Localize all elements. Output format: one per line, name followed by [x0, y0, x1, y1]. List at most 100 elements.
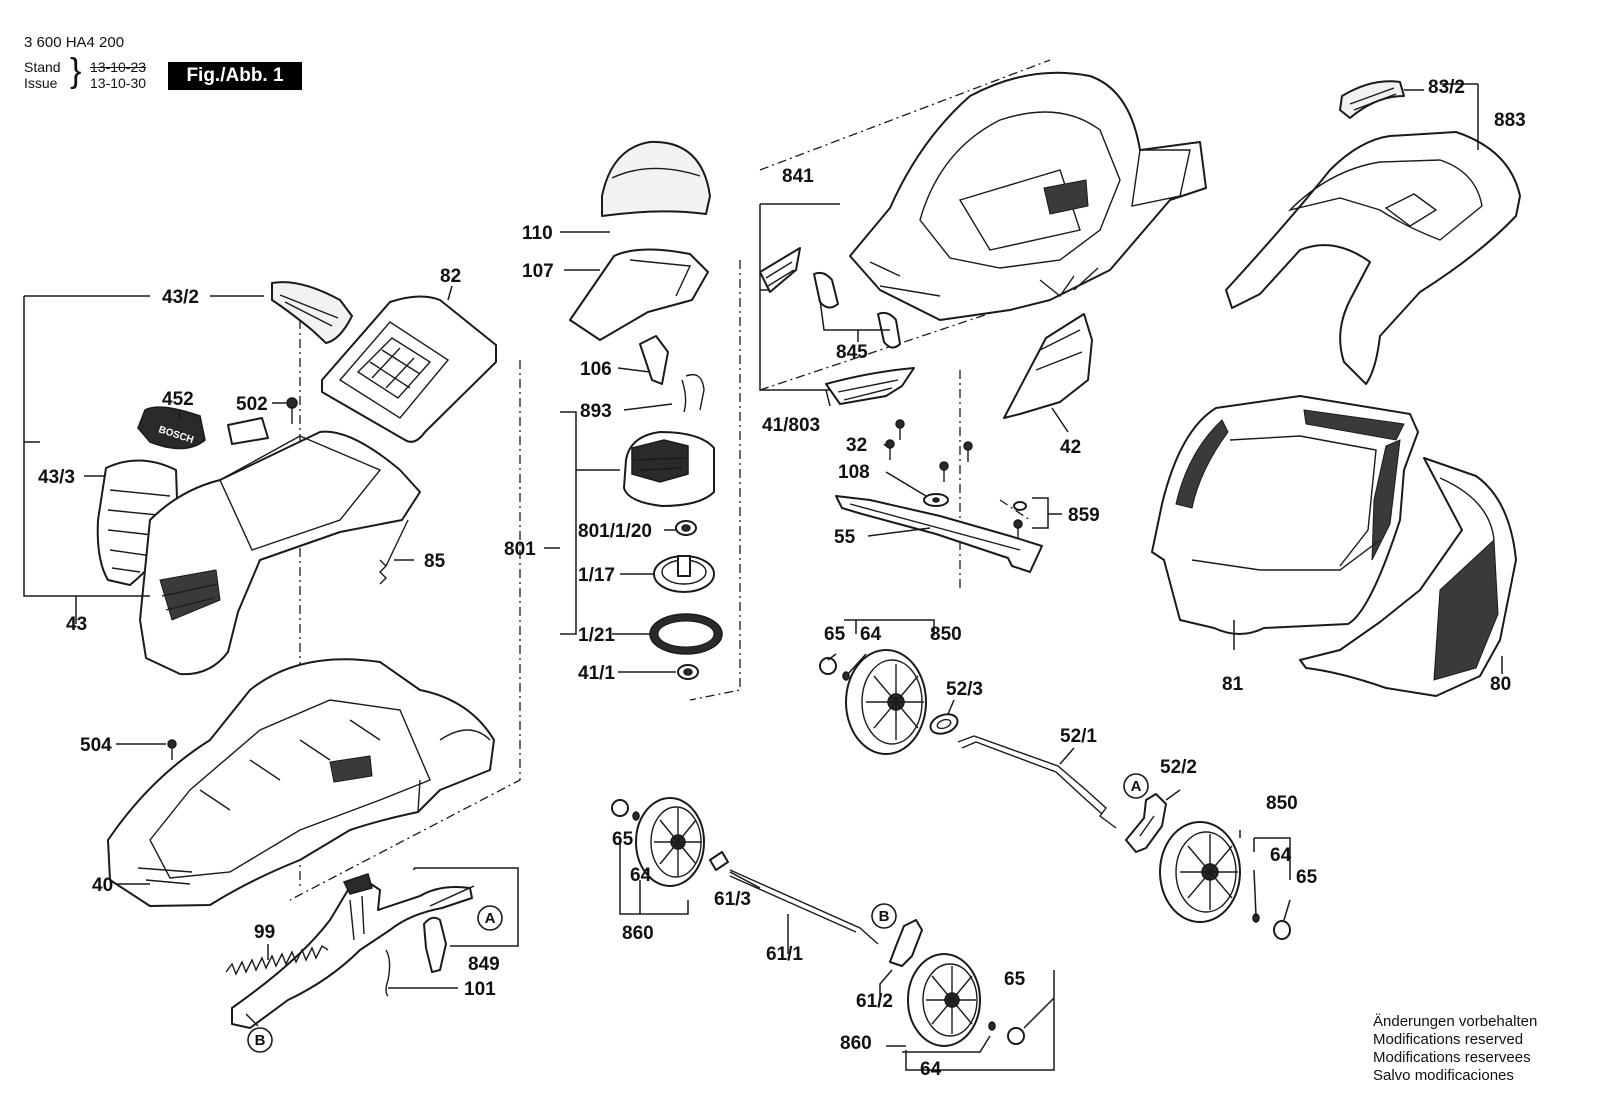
- label-64-c: 64: [630, 865, 652, 886]
- screw-502: [286, 397, 298, 424]
- label-883: 883: [1494, 110, 1526, 131]
- chassis-841: [849, 71, 1207, 321]
- arm-61-2: [889, 919, 923, 967]
- wheel-upper-left: [845, 649, 927, 755]
- flap-upper: [759, 247, 801, 293]
- footer-line-de: Änderungen vorbehalten: [1373, 1013, 1538, 1030]
- washer-108: [923, 493, 949, 507]
- upper-housing: [139, 430, 421, 676]
- label-65-a: 65: [824, 624, 846, 645]
- label-40: 40: [92, 875, 113, 896]
- flap-41-803: [825, 367, 915, 405]
- label-860-b: 860: [840, 1033, 872, 1054]
- label-801-1-20: 801/1/20: [578, 521, 652, 542]
- label-849: 849: [468, 954, 500, 975]
- pad-label-small: [227, 417, 269, 445]
- box-81: [1151, 395, 1419, 635]
- svg-text:A: A: [485, 910, 496, 927]
- label-43: 43: [66, 614, 87, 635]
- callout-b-2: B: [247, 1027, 273, 1053]
- label-64-b: 64: [1270, 845, 1292, 866]
- side-panel-80: [1299, 457, 1517, 697]
- footer-line-en: Modifications reserved: [1373, 1031, 1524, 1048]
- label-841: 841: [782, 166, 814, 187]
- footer-line-es: Salvo modificaciones: [1373, 1067, 1514, 1084]
- cowl-107: [569, 248, 709, 341]
- badge-452: BOSCH: [137, 406, 206, 450]
- label-65-c: 65: [612, 829, 634, 850]
- label-64-a: 64: [860, 624, 882, 645]
- axle-61-1: [709, 851, 879, 945]
- label-108: 108: [838, 462, 870, 483]
- label-41-803: 41/803: [762, 415, 820, 436]
- label-80: 80: [1490, 674, 1511, 695]
- label-107: 107: [522, 261, 554, 282]
- stand-date: 13-10-23: [90, 59, 147, 75]
- label-859: 859: [1068, 505, 1100, 526]
- label-52-3: 52/3: [946, 679, 983, 700]
- label-32: 32: [846, 435, 867, 456]
- issue-date: 13-10-30: [90, 75, 147, 91]
- cover-lid-82: [321, 295, 497, 443]
- deflector-42: [1003, 313, 1093, 419]
- handle-83-2: [1339, 80, 1405, 119]
- screws-859: [1013, 501, 1027, 538]
- label-110: 110: [522, 223, 553, 244]
- main-deck-40: [107, 658, 495, 907]
- handle-grip-43-2: [271, 281, 353, 344]
- label-83-2: 83/2: [1428, 77, 1465, 98]
- footer-line-fr: Modifications reservees: [1373, 1049, 1531, 1066]
- label-452: 452: [162, 389, 194, 410]
- callout-b-1: B: [871, 903, 897, 929]
- washer-cap-65-64-a: [819, 657, 850, 681]
- label-893: 893: [580, 401, 612, 422]
- belt-1-21: [649, 613, 723, 655]
- cap-110: [601, 140, 711, 217]
- stand-label: Stand: [24, 59, 61, 75]
- label-860-a: 860: [622, 923, 654, 944]
- callout-a-2: A: [1123, 773, 1149, 799]
- label-61-2: 61/2: [856, 991, 893, 1012]
- label-52-1: 52/1: [1060, 726, 1097, 747]
- cable-893: [681, 373, 705, 413]
- label-55: 55: [834, 527, 856, 548]
- label-99: 99: [254, 922, 275, 943]
- label-85: 85: [424, 551, 446, 572]
- issue-label: Issue: [24, 75, 58, 91]
- axle-52-1: [957, 735, 1117, 829]
- label-82: 82: [440, 266, 461, 287]
- wheel-lower-right: [907, 953, 1025, 1047]
- figure-badge: Fig./Abb. 1: [168, 62, 302, 90]
- stand-issue-dates: 13-10-23 13-10-30: [90, 59, 146, 91]
- label-801: 801: [504, 539, 536, 560]
- label-43-2: 43/2: [162, 287, 199, 308]
- bracket-106: [639, 335, 669, 385]
- pulley-1-17: [653, 555, 715, 593]
- label-41-1: 41/1: [578, 663, 615, 684]
- label-1-21: 1/21: [578, 625, 615, 646]
- wheel-lower-left: [611, 797, 705, 887]
- document-number: 3 600 HA4 200: [24, 34, 125, 51]
- wheel-right: [1159, 821, 1291, 940]
- label-61-3: 61/3: [714, 889, 751, 910]
- label-850-b: 850: [1266, 793, 1298, 814]
- label-106: 106: [580, 359, 612, 380]
- svg-text:B: B: [879, 908, 890, 925]
- blade-55: [835, 495, 1043, 573]
- label-64-d: 64: [920, 1059, 942, 1080]
- label-65-d: 65: [1004, 969, 1026, 990]
- spring-99: [225, 944, 329, 976]
- clip-101: [385, 916, 447, 997]
- lid-883: [1225, 131, 1521, 385]
- label-81: 81: [1222, 674, 1244, 695]
- spring-85: [379, 519, 409, 585]
- svg-text:A: A: [1131, 778, 1142, 795]
- label-1-17: 1/17: [578, 565, 615, 586]
- label-504: 504: [80, 735, 112, 756]
- screws-32: [885, 419, 973, 482]
- leader-lines: [23, 83, 1503, 1071]
- motor-801: [623, 431, 715, 507]
- part-labels: 110 107 106 893 801 801/1/20 1/17 1/21 4…: [38, 77, 1526, 1080]
